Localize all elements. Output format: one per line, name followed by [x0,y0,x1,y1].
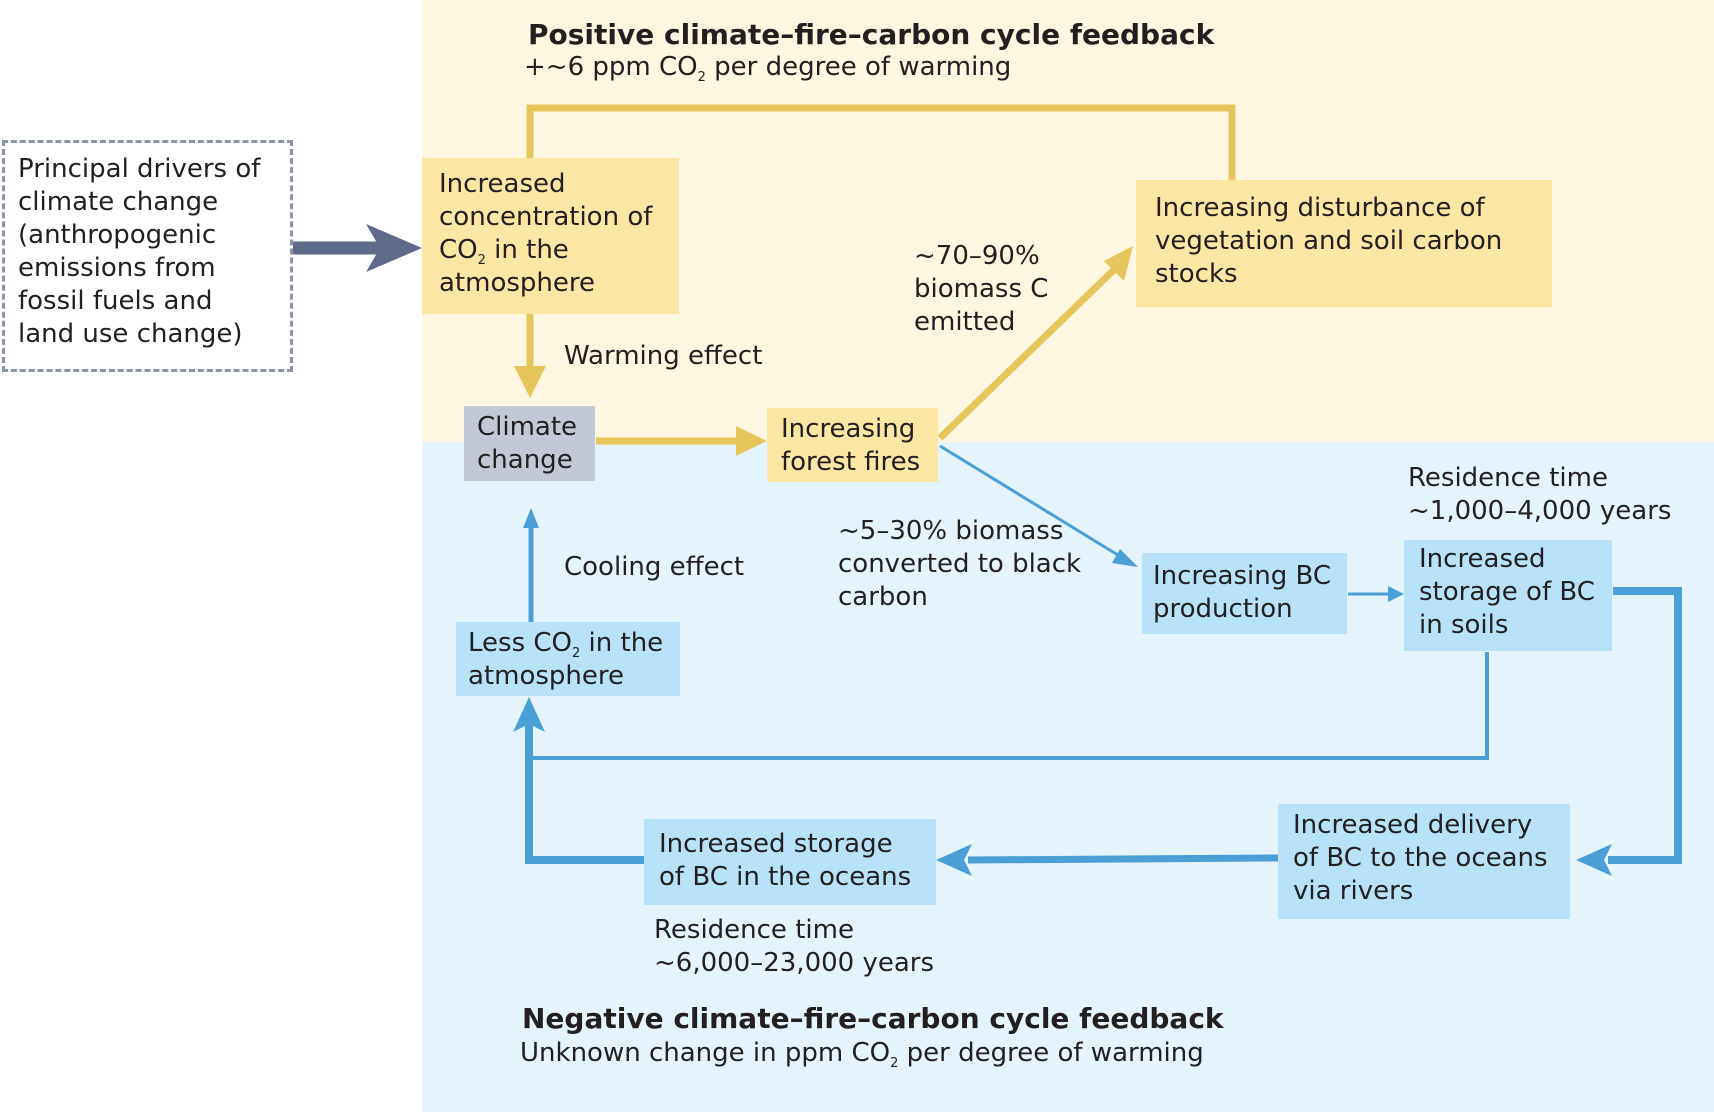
less-co2-line-2: atmosphere [468,661,624,691]
disturbance-box: Increasing disturbance of vegetation and… [1136,180,1552,307]
bc-rivers-line-1: Increased delivery [1293,810,1533,840]
negative-feedback-subtitle: Unknown change in ppm CO2 per degree of … [520,1038,1204,1071]
fires-to-disturbance-arrow [937,246,1133,441]
co2-increase-line-3: CO2 in the [439,235,569,268]
drivers-line-3: (anthropogenic [18,220,217,250]
rivers-to-ocean-storage-arrow [936,844,1279,876]
ocean-storage-line-2: of BC in the oceans [659,862,912,892]
bc-production-line-2: production [1153,594,1293,624]
fires-to-bc-arrow [939,444,1138,567]
drivers-line-5: fossil fuels and [18,286,213,316]
bc-soils-line-3: in soils [1419,610,1509,640]
biomass-emitted-line-2: biomass C [914,274,1049,304]
forest-fires-line-1: Increasing [781,414,916,444]
biomass-emitted-line-3: emitted [914,307,1016,337]
co2-increase-line-1: Increased [439,169,566,199]
black-carbon-line-3: carbon [838,582,928,612]
climate-to-fires-arrow [596,426,767,456]
black-carbon-line-2: converted to black [838,549,1082,579]
biomass-emitted-line-1: ~70–90% [914,241,1040,271]
cooling-effect-arrow [523,508,539,622]
black-carbon-label: ~5–30% biomass converted to black carbon [838,515,1081,614]
residence-soils-label: Residence time ~1,000–4,000 years [1408,462,1671,528]
less-co2-line-1: Less CO2 in the [468,628,664,661]
biomass-emitted-label: ~70–90% biomass C emitted [914,240,1048,339]
bc-soils-line-1: Increased [1419,544,1546,574]
bc-ocean-storage-box: Increased storage of BC in the oceans [644,819,936,905]
warming-effect-arrow [514,314,546,398]
residence-oceans-label: Residence time ~6,000–23,000 years [654,914,934,980]
drivers-line-6: land use change) [18,319,243,349]
positive-feedback-title: Positive climate–fire–carbon cycle feedb… [528,18,1215,51]
drivers-to-co2-arrow [293,224,422,272]
bc-rivers-line-3: via rivers [1293,876,1414,906]
black-carbon-line-1: ~5–30% biomass [838,516,1064,546]
bc-rivers-line-2: of BC to the oceans [1293,843,1548,873]
residence-oceans-line-1: Residence time [654,915,854,945]
climate-change-box: Climate change [464,406,595,481]
co2-increase-box: Increased concentration of CO2 in the at… [422,158,679,314]
bc-rivers-box: Increased delivery of BC to the oceans v… [1278,804,1570,919]
disturbance-line-3: stocks [1155,259,1238,289]
less-co2-box: Less CO2 in the atmosphere [456,622,680,696]
climate-change-line-1: Climate [477,412,578,442]
ocean-storage-to-less-co2-arrow [513,697,644,864]
forest-fires-line-2: forest fires [781,447,921,477]
negative-feedback-title: Negative climate–fire–carbon cycle feedb… [522,1002,1224,1035]
climate-change-line-2: change [477,445,573,475]
disturbance-line-1: Increasing disturbance of [1155,193,1485,223]
bc-soils-box: Increased storage of BC in soils [1404,540,1612,651]
ocean-storage-line-1: Increased storage [659,829,893,859]
co2-increase-line-4: atmosphere [439,268,595,298]
bc-production-box: Increasing BC production [1142,553,1347,634]
drivers-line-4: emissions from [18,253,216,283]
forest-fires-box: Increasing forest fires [767,408,938,482]
drivers-line-1: Principal drivers of [18,154,261,184]
soils-to-rivers-arrow [1576,587,1682,876]
warming-effect-label: Warming effect [564,341,763,371]
bc-production-to-soils-arrow [1348,586,1404,602]
residence-oceans-line-2: ~6,000–23,000 years [654,948,935,978]
bc-soils-line-2: storage of BC [1419,577,1595,607]
disturbance-to-co2-arrow [526,104,1236,180]
disturbance-line-2: vegetation and soil carbon [1155,226,1503,256]
drivers-box: Principal drivers of climate change (ant… [2,140,293,372]
drivers-line-2: climate change [18,187,219,217]
co2-increase-line-2: concentration of [439,202,653,232]
bc-production-line-1: Increasing BC [1153,561,1332,591]
cooling-effect-label: Cooling effect [564,552,745,582]
residence-soils-line-1: Residence time [1408,463,1608,493]
positive-feedback-subtitle: +~6 ppm CO2 per degree of warming [524,52,1012,85]
residence-soils-line-2: ~1,000–4,000 years [1408,496,1672,526]
